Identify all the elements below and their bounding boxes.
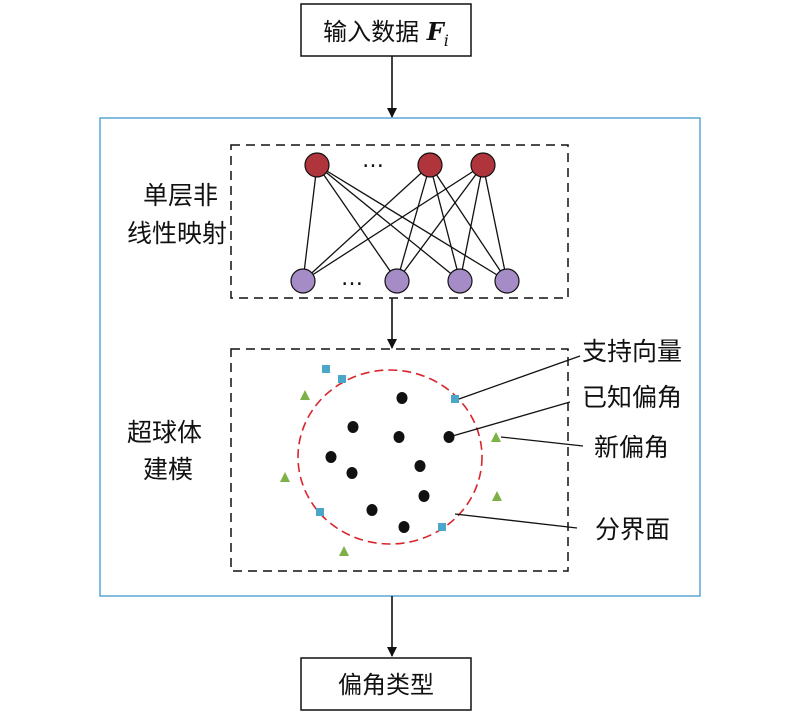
input-label: 输入数据 Fi	[323, 17, 449, 50]
bottom-node	[384, 268, 410, 294]
known-sample-dot	[393, 431, 405, 443]
network-edges	[302, 164, 508, 282]
new-angle-markers	[280, 390, 502, 556]
new-sample-triangle	[492, 491, 502, 501]
leader-lines	[448, 355, 584, 529]
output-label: 偏角类型	[338, 671, 434, 699]
support-vector-square	[451, 395, 459, 403]
support-vector-square	[322, 365, 330, 373]
known-angle-samples	[325, 392, 455, 533]
mapping-label-line1: 单层非	[143, 181, 218, 210]
known-sample-dot	[396, 392, 408, 404]
known-sample-dot	[398, 521, 410, 533]
bottom-ellipsis: …	[341, 266, 363, 291]
support-vector-square	[316, 508, 324, 516]
hypersphere-dashed-box	[230, 348, 569, 572]
new-sample-triangle	[300, 390, 310, 400]
support-vector-label: 支持向量	[582, 337, 682, 366]
mapping-label-line2: 线性映射	[127, 219, 227, 248]
bottom-node	[447, 268, 473, 294]
input-box: 输入数据 Fi	[300, 3, 472, 57]
known-sample-dot	[325, 451, 337, 463]
hidden-layer-top-nodes	[304, 152, 496, 178]
known-sample-dot	[366, 504, 378, 516]
known-sample-dot	[346, 467, 358, 479]
new-sample-triangle	[339, 546, 349, 556]
top-ellipsis: …	[362, 148, 384, 173]
known-sample-dot	[347, 421, 359, 433]
known-sample-dot	[414, 460, 426, 472]
new-sample-triangle	[491, 432, 501, 442]
support-vector-square	[438, 523, 446, 531]
new-angle-label: 新偏角	[594, 433, 669, 462]
bottom-node	[290, 268, 316, 294]
top-node	[304, 152, 330, 178]
model-frame	[99, 117, 701, 597]
boundary-circle	[297, 369, 483, 545]
known-sample-dot	[418, 490, 430, 502]
support-vector-markers	[316, 365, 459, 531]
support-vector-square	[338, 375, 346, 383]
hypersphere-label-line1: 超球体	[127, 418, 202, 447]
bottom-node	[494, 268, 520, 294]
new-sample-triangle	[280, 472, 290, 482]
boundary-label: 分界面	[595, 515, 670, 544]
input-layer-bottom-nodes	[290, 268, 520, 294]
top-node	[470, 152, 496, 178]
mapping-dashed-box	[230, 144, 569, 299]
top-node	[417, 152, 443, 178]
known-angle-label: 已知偏角	[582, 383, 682, 412]
output-box: 偏角类型	[300, 657, 472, 711]
hypersphere-label-line2: 建模	[143, 455, 193, 484]
